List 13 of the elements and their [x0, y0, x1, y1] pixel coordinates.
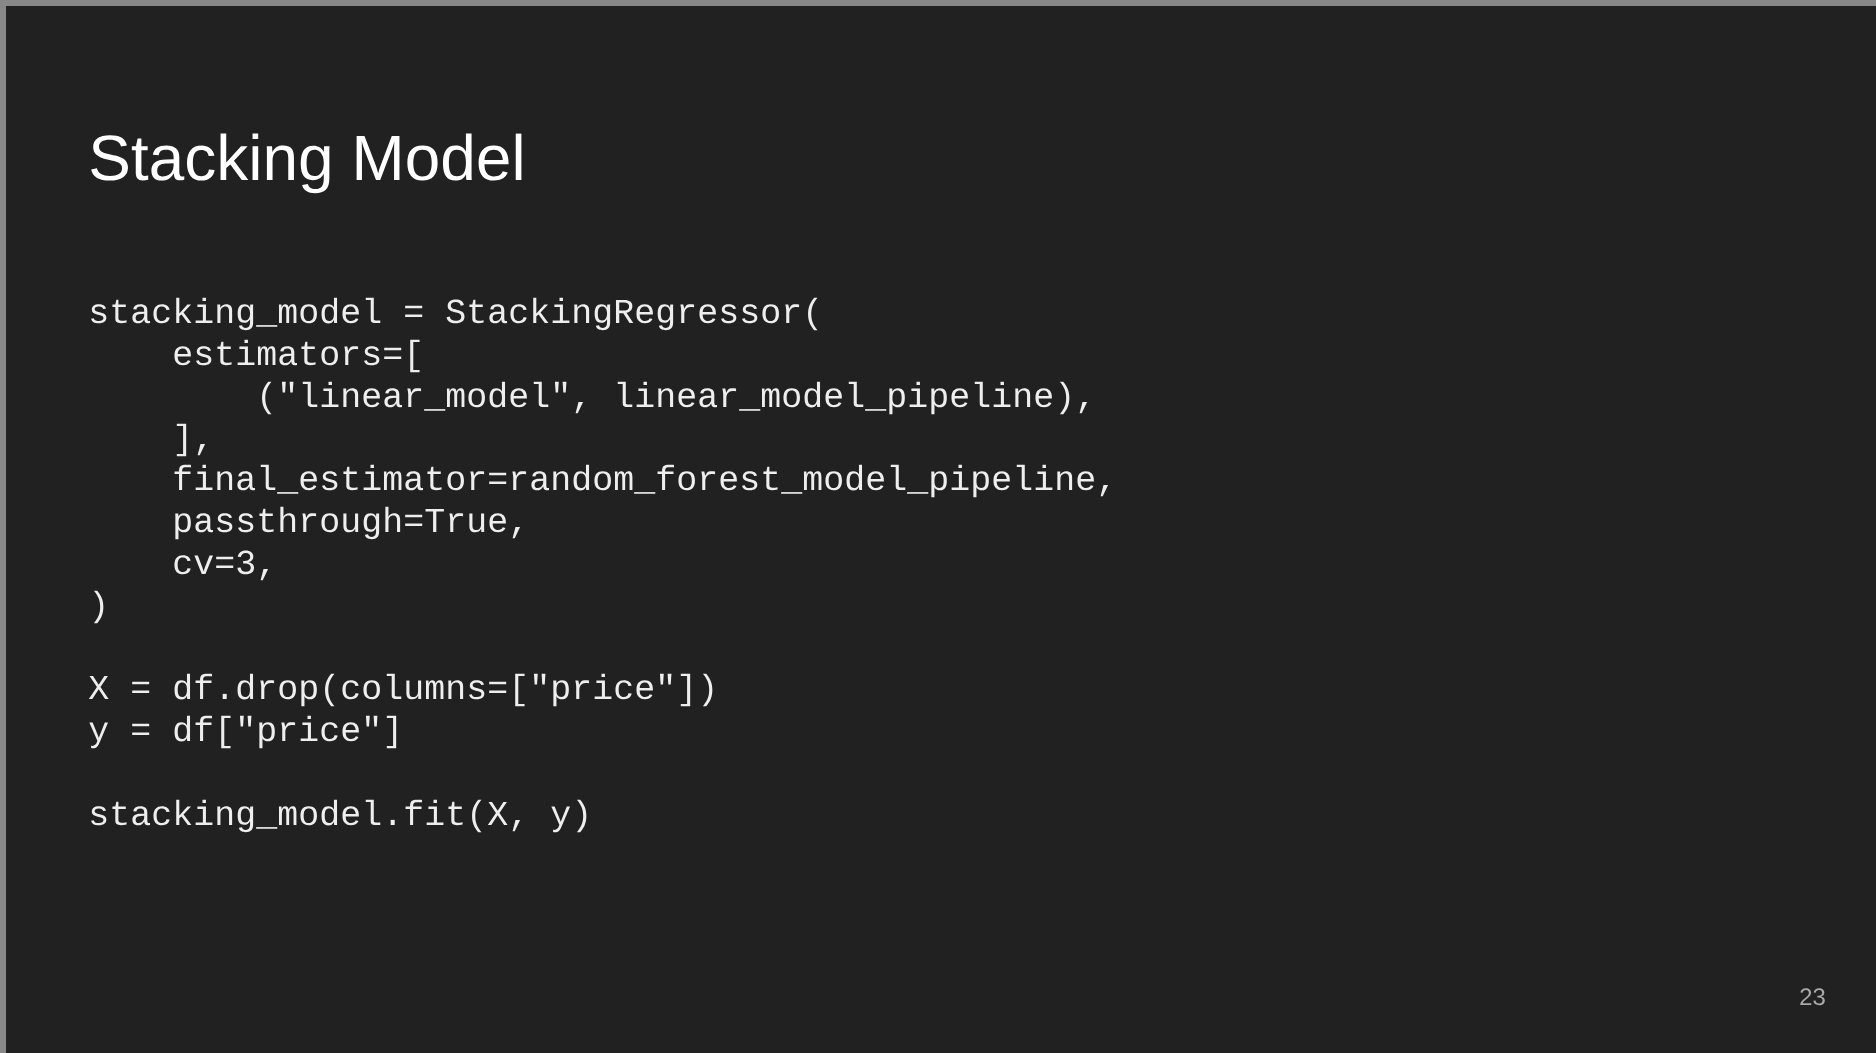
code-line: passthrough=True,	[175, 506, 521, 540]
code-line: )	[93, 590, 104, 624]
code-line: cv=3,	[174, 550, 269, 581]
code-line: estimators=[	[174, 339, 420, 373]
code-line: y = df["price"]	[89, 715, 397, 749]
code-line: ("linear_model", linear_model_pipeline),	[262, 381, 1088, 415]
slide-title: Stacking Model	[91, 133, 522, 194]
code-line: stacking_model = StackingRegressor(	[91, 297, 818, 331]
code-line: final_estimator=random_forest_model_pipeline,	[174, 464, 1109, 498]
code-line: ],	[176, 423, 206, 457]
code-line: stacking_model.fit(X, y)	[91, 799, 587, 833]
page-number: 23	[1800, 988, 1825, 1006]
code-line: X = df.drop(columns=["price"])	[88, 673, 713, 707]
